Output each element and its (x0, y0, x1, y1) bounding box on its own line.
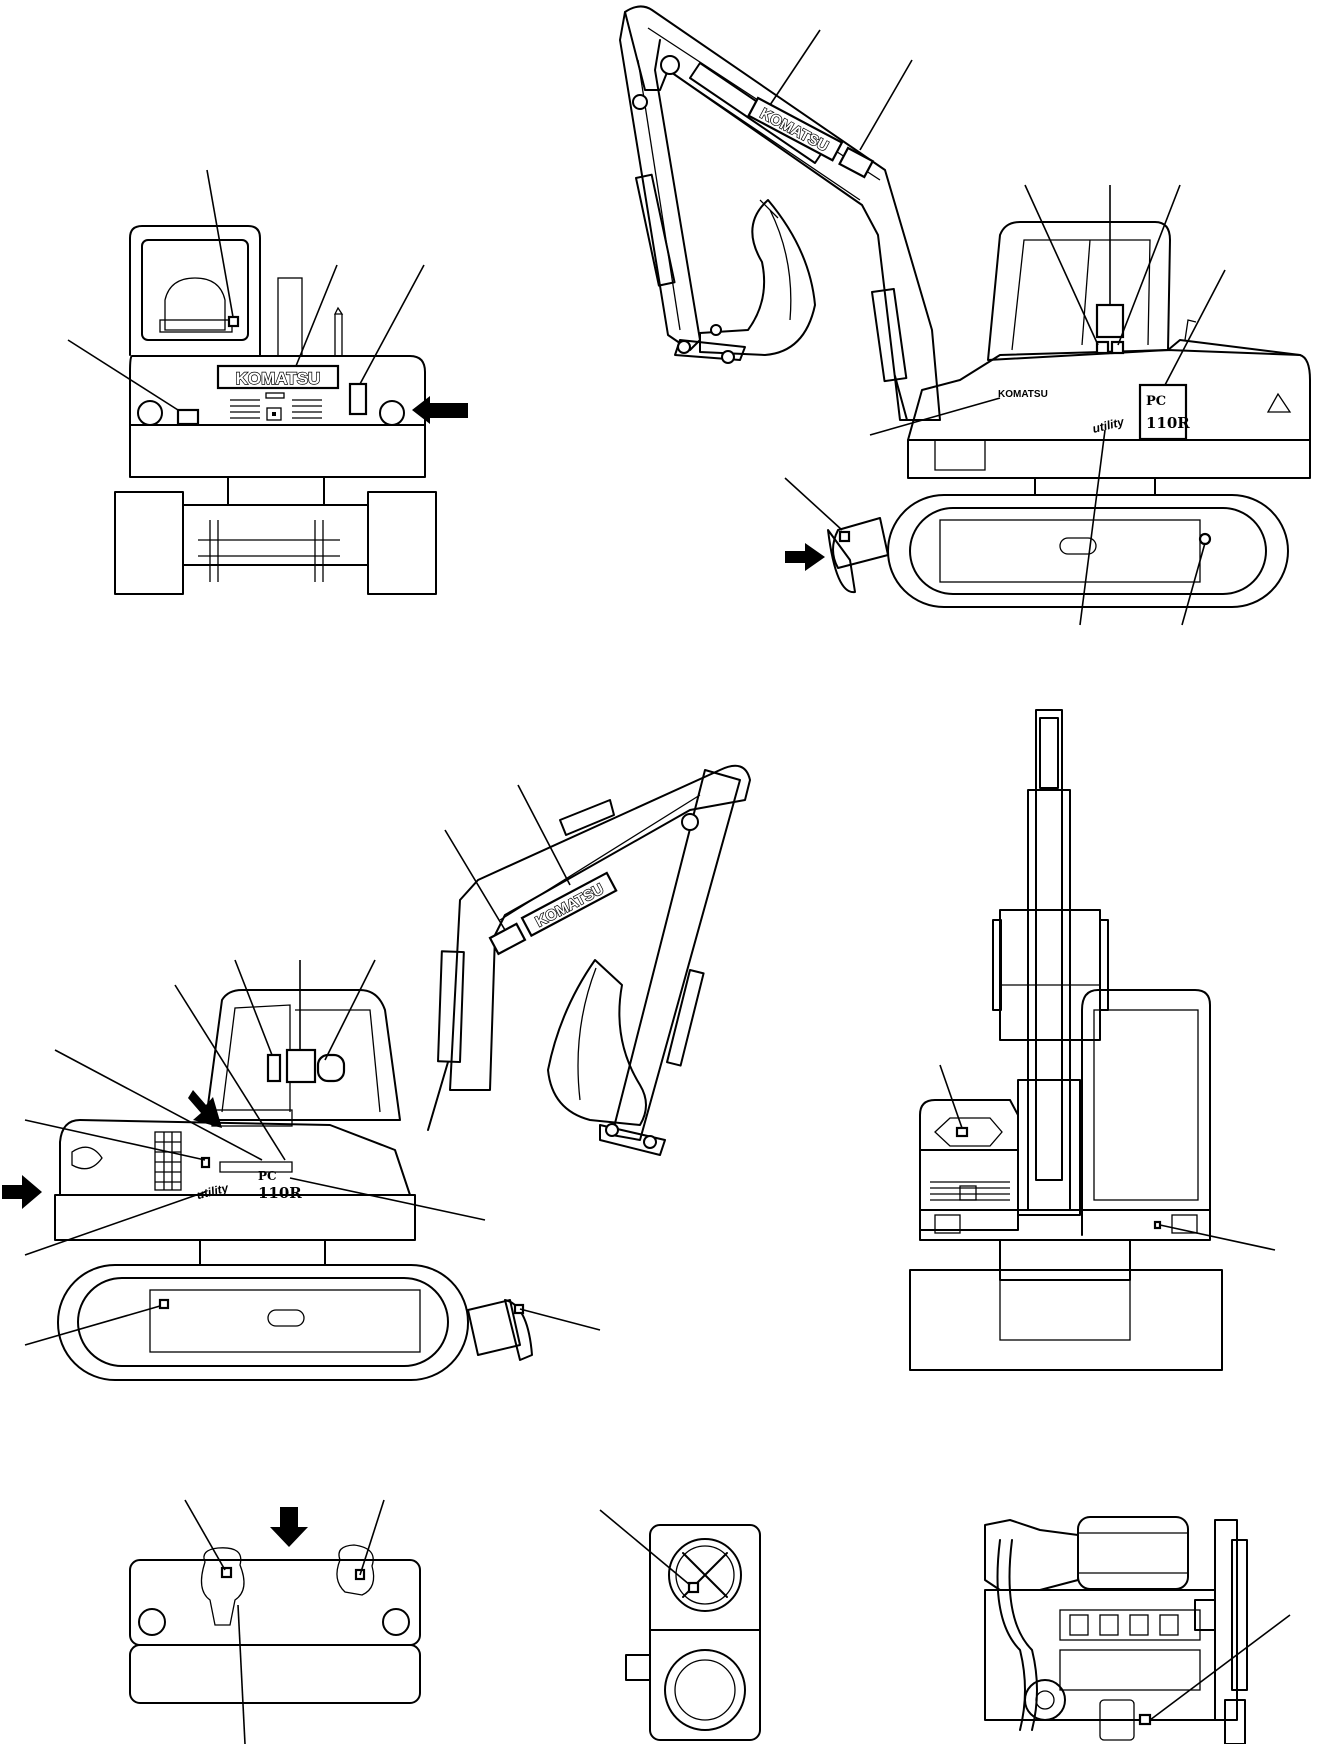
filter-detail-view (599, 1509, 761, 1741)
left-track-decal (158, 1298, 170, 1310)
right-track-decal (1198, 532, 1212, 546)
left-model-number: 110R (258, 1184, 302, 1202)
right-model-decal (1138, 383, 1188, 441)
counterweight-left-decal (220, 1566, 233, 1579)
left-cab-decal-3 (316, 1053, 346, 1083)
left-cab-decal-1 (266, 1053, 282, 1083)
right-cab-decal-small-2 (1110, 340, 1125, 355)
right-cab-decal-large (1095, 303, 1125, 339)
left-view-arrow-icon (2, 1175, 42, 1209)
left-side-view: KOMATSU PC 110R utility (2, 764, 751, 1381)
left-utility-badge: utility (195, 1180, 231, 1202)
front-komatsu-logo: KOMATSU (236, 369, 321, 388)
engine-view (984, 1516, 1291, 1744)
counterweight-arrow-icon (270, 1507, 308, 1547)
right-utility-badge: utility (1091, 414, 1127, 436)
left-body-decal (200, 1156, 211, 1169)
counterweight-view (129, 1499, 421, 1744)
front-cab-decal (227, 315, 240, 328)
right-body-komatsu-logo: KOMATSU (998, 389, 1048, 400)
rear-view (909, 709, 1276, 1371)
filter-decal (687, 1581, 700, 1594)
rear-counterweight-decal (1153, 1220, 1162, 1230)
engine-decal (1138, 1713, 1152, 1726)
right-cab-decal-small-1 (1095, 340, 1110, 355)
front-view-arrow-icon (412, 396, 468, 424)
right-model-number: 110R (1146, 414, 1190, 432)
front-view: KOMATSU (67, 169, 468, 595)
boom-right-decal (838, 146, 875, 179)
rear-hood-decal (955, 1126, 969, 1138)
right-blade-decal (838, 530, 851, 543)
front-left-decal (176, 408, 200, 426)
right-side-view: KOMATSU PC 110R KOMATSU utility (619, 5, 1311, 626)
boom-left-decal (488, 922, 527, 956)
left-model-prefix: PC (258, 1169, 277, 1183)
left-engine-arrow-icon (188, 1090, 222, 1128)
front-right-decal (348, 382, 368, 416)
left-cab-decal-2 (285, 1048, 317, 1084)
right-view-arrow-icon (785, 543, 825, 571)
right-model-prefix: PC (1146, 394, 1166, 409)
